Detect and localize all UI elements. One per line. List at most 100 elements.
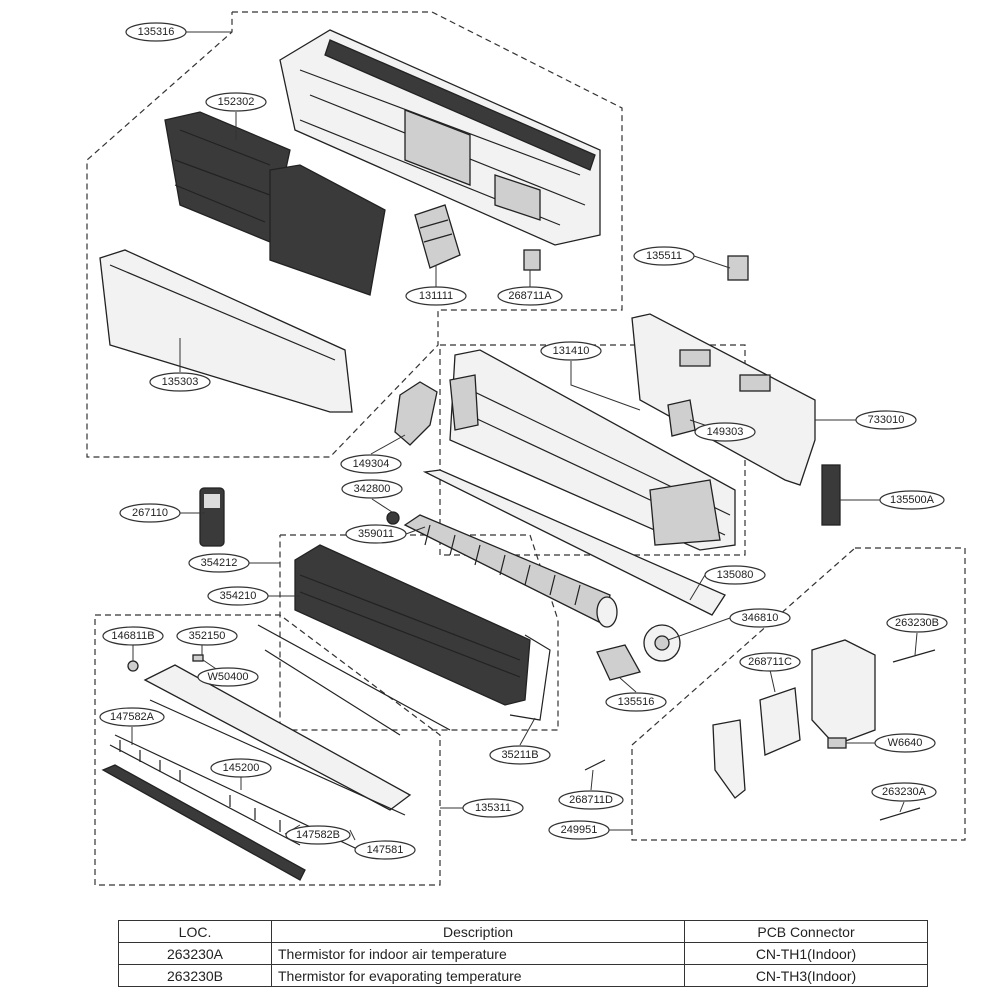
svg-text:354212: 354212 [201, 557, 238, 569]
svg-text:35211B: 35211B [501, 749, 538, 761]
part-label: 146811B [102, 626, 164, 646]
part-fan-359011 [403, 514, 618, 628]
svg-text:268711D: 268711D [569, 794, 613, 806]
svg-text:135516: 135516 [618, 696, 655, 708]
legend-cell-pcb: CN-TH3(Indoor) [684, 964, 928, 987]
svg-text:263230B: 263230B [895, 617, 939, 629]
svg-text:135311: 135311 [475, 802, 511, 814]
svg-text:146811B: 146811B [111, 630, 154, 642]
svg-text:268711A: 268711A [508, 290, 552, 302]
svg-text:131410: 131410 [553, 345, 590, 357]
part-remote-267110 [199, 487, 225, 547]
svg-text:352150: 352150 [189, 630, 226, 642]
outline-louver-group [94, 614, 441, 886]
outline-front-group [86, 11, 623, 458]
part-135516 [596, 644, 641, 681]
svg-text:131111: 131111 [419, 290, 453, 302]
part-motor-346810 [643, 624, 681, 662]
part-label: 135311 [462, 798, 524, 818]
part-label: 268711C [739, 652, 801, 672]
part-146811B [127, 660, 139, 672]
part-main-chassis-131410 [449, 349, 736, 551]
part-label: 135516 [605, 692, 667, 712]
legend-cell-pcb: CN-TH1(Indoor) [684, 942, 928, 965]
part-label: 147581 [354, 840, 416, 860]
part-W50400 [192, 654, 204, 662]
part-label: 131410 [540, 341, 602, 361]
part-filter-152302 [164, 111, 386, 296]
legend-row: 263230B Thermistor for evaporating tempe… [118, 964, 928, 987]
svg-text:267110: 267110 [132, 507, 168, 519]
svg-text:354210: 354210 [220, 590, 257, 602]
part-label: 149304 [340, 454, 402, 474]
part-label: 147582A [99, 707, 165, 727]
part-268711A [523, 249, 541, 271]
part-342800 [386, 511, 400, 525]
part-label: W50400 [197, 667, 259, 687]
part-label: 131111 [405, 286, 467, 306]
part-label: 135080 [704, 565, 766, 585]
part-chassis-135316 [279, 29, 601, 246]
svg-text:135303: 135303 [162, 376, 199, 388]
svg-text:135316: 135316 [138, 26, 175, 38]
part-label: 733010 [855, 410, 917, 430]
part-label: 342800 [341, 479, 403, 499]
part-label: 354212 [188, 553, 250, 573]
legend-header-description: Description [271, 920, 685, 943]
svg-text:152302: 152302 [218, 96, 255, 108]
part-label: 145200 [210, 758, 272, 778]
legend-table: LOC. Description PCB Connector 263230A T… [118, 920, 928, 987]
part-louver-blades [101, 740, 306, 881]
part-louver-145200 [114, 664, 412, 856]
part-135511 [727, 255, 749, 281]
svg-text:263230A: 263230A [882, 786, 927, 798]
part-label: 263230A [871, 782, 937, 802]
part-label: 267110 [119, 503, 181, 523]
legend-header-loc: LOC. [118, 920, 272, 943]
svg-text:135500A: 135500A [890, 494, 935, 506]
part-label: W6640 [874, 733, 936, 753]
part-label: 354210 [207, 586, 269, 606]
part-front-panel-135303 [99, 249, 353, 413]
part-drain-tray-135080 [422, 469, 726, 616]
svg-text:149304: 149304 [353, 458, 390, 470]
part-label: 149303 [694, 422, 756, 442]
svg-text:249951: 249951 [561, 824, 598, 836]
part-evaporator-354210 [294, 544, 551, 721]
part-131111 [414, 204, 461, 269]
part-labels: 135316 152302 131111 268711A 135303 1355… [99, 22, 948, 860]
legend-header-row: LOC. Description PCB Connector [118, 920, 928, 943]
svg-text:346810: 346810 [742, 612, 779, 624]
part-label: 135303 [149, 372, 211, 392]
part-label: 135511 [633, 246, 695, 266]
part-149303 [667, 399, 696, 437]
part-label: 152302 [205, 92, 267, 112]
legend-cell-loc: 263230A [118, 942, 272, 965]
svg-text:135511: 135511 [646, 250, 682, 262]
part-label: 35211B [489, 745, 551, 765]
legend-header-pcb: PCB Connector [684, 920, 928, 943]
svg-text:135080: 135080 [717, 569, 754, 581]
outline-control-box-group [631, 547, 966, 841]
part-label: 147582B [285, 825, 351, 845]
part-label: 268711D [558, 790, 624, 810]
part-135500A [821, 464, 841, 526]
svg-text:149303: 149303 [707, 426, 744, 438]
svg-text:268711C: 268711C [748, 656, 792, 668]
part-label: 268711A [497, 286, 563, 306]
part-pipe-352150 [257, 624, 451, 736]
part-sensors [584, 649, 936, 821]
legend-cell-loc: 263230B [118, 964, 272, 987]
outline-evaporator-group [279, 534, 559, 731]
svg-text:W6640: W6640 [888, 737, 923, 749]
svg-text:733010: 733010 [868, 414, 905, 426]
part-label: 352150 [176, 626, 238, 646]
legend-cell-description: Thermistor for evaporating temperature [271, 964, 685, 987]
legend-row: 263230A Thermistor for indoor air temper… [118, 942, 928, 965]
svg-text:147582A: 147582A [110, 711, 155, 723]
svg-text:359011: 359011 [358, 528, 394, 540]
part-label: 135500A [879, 490, 945, 510]
svg-text:342800: 342800 [354, 483, 391, 495]
part-install-plate-733010 [631, 313, 816, 486]
